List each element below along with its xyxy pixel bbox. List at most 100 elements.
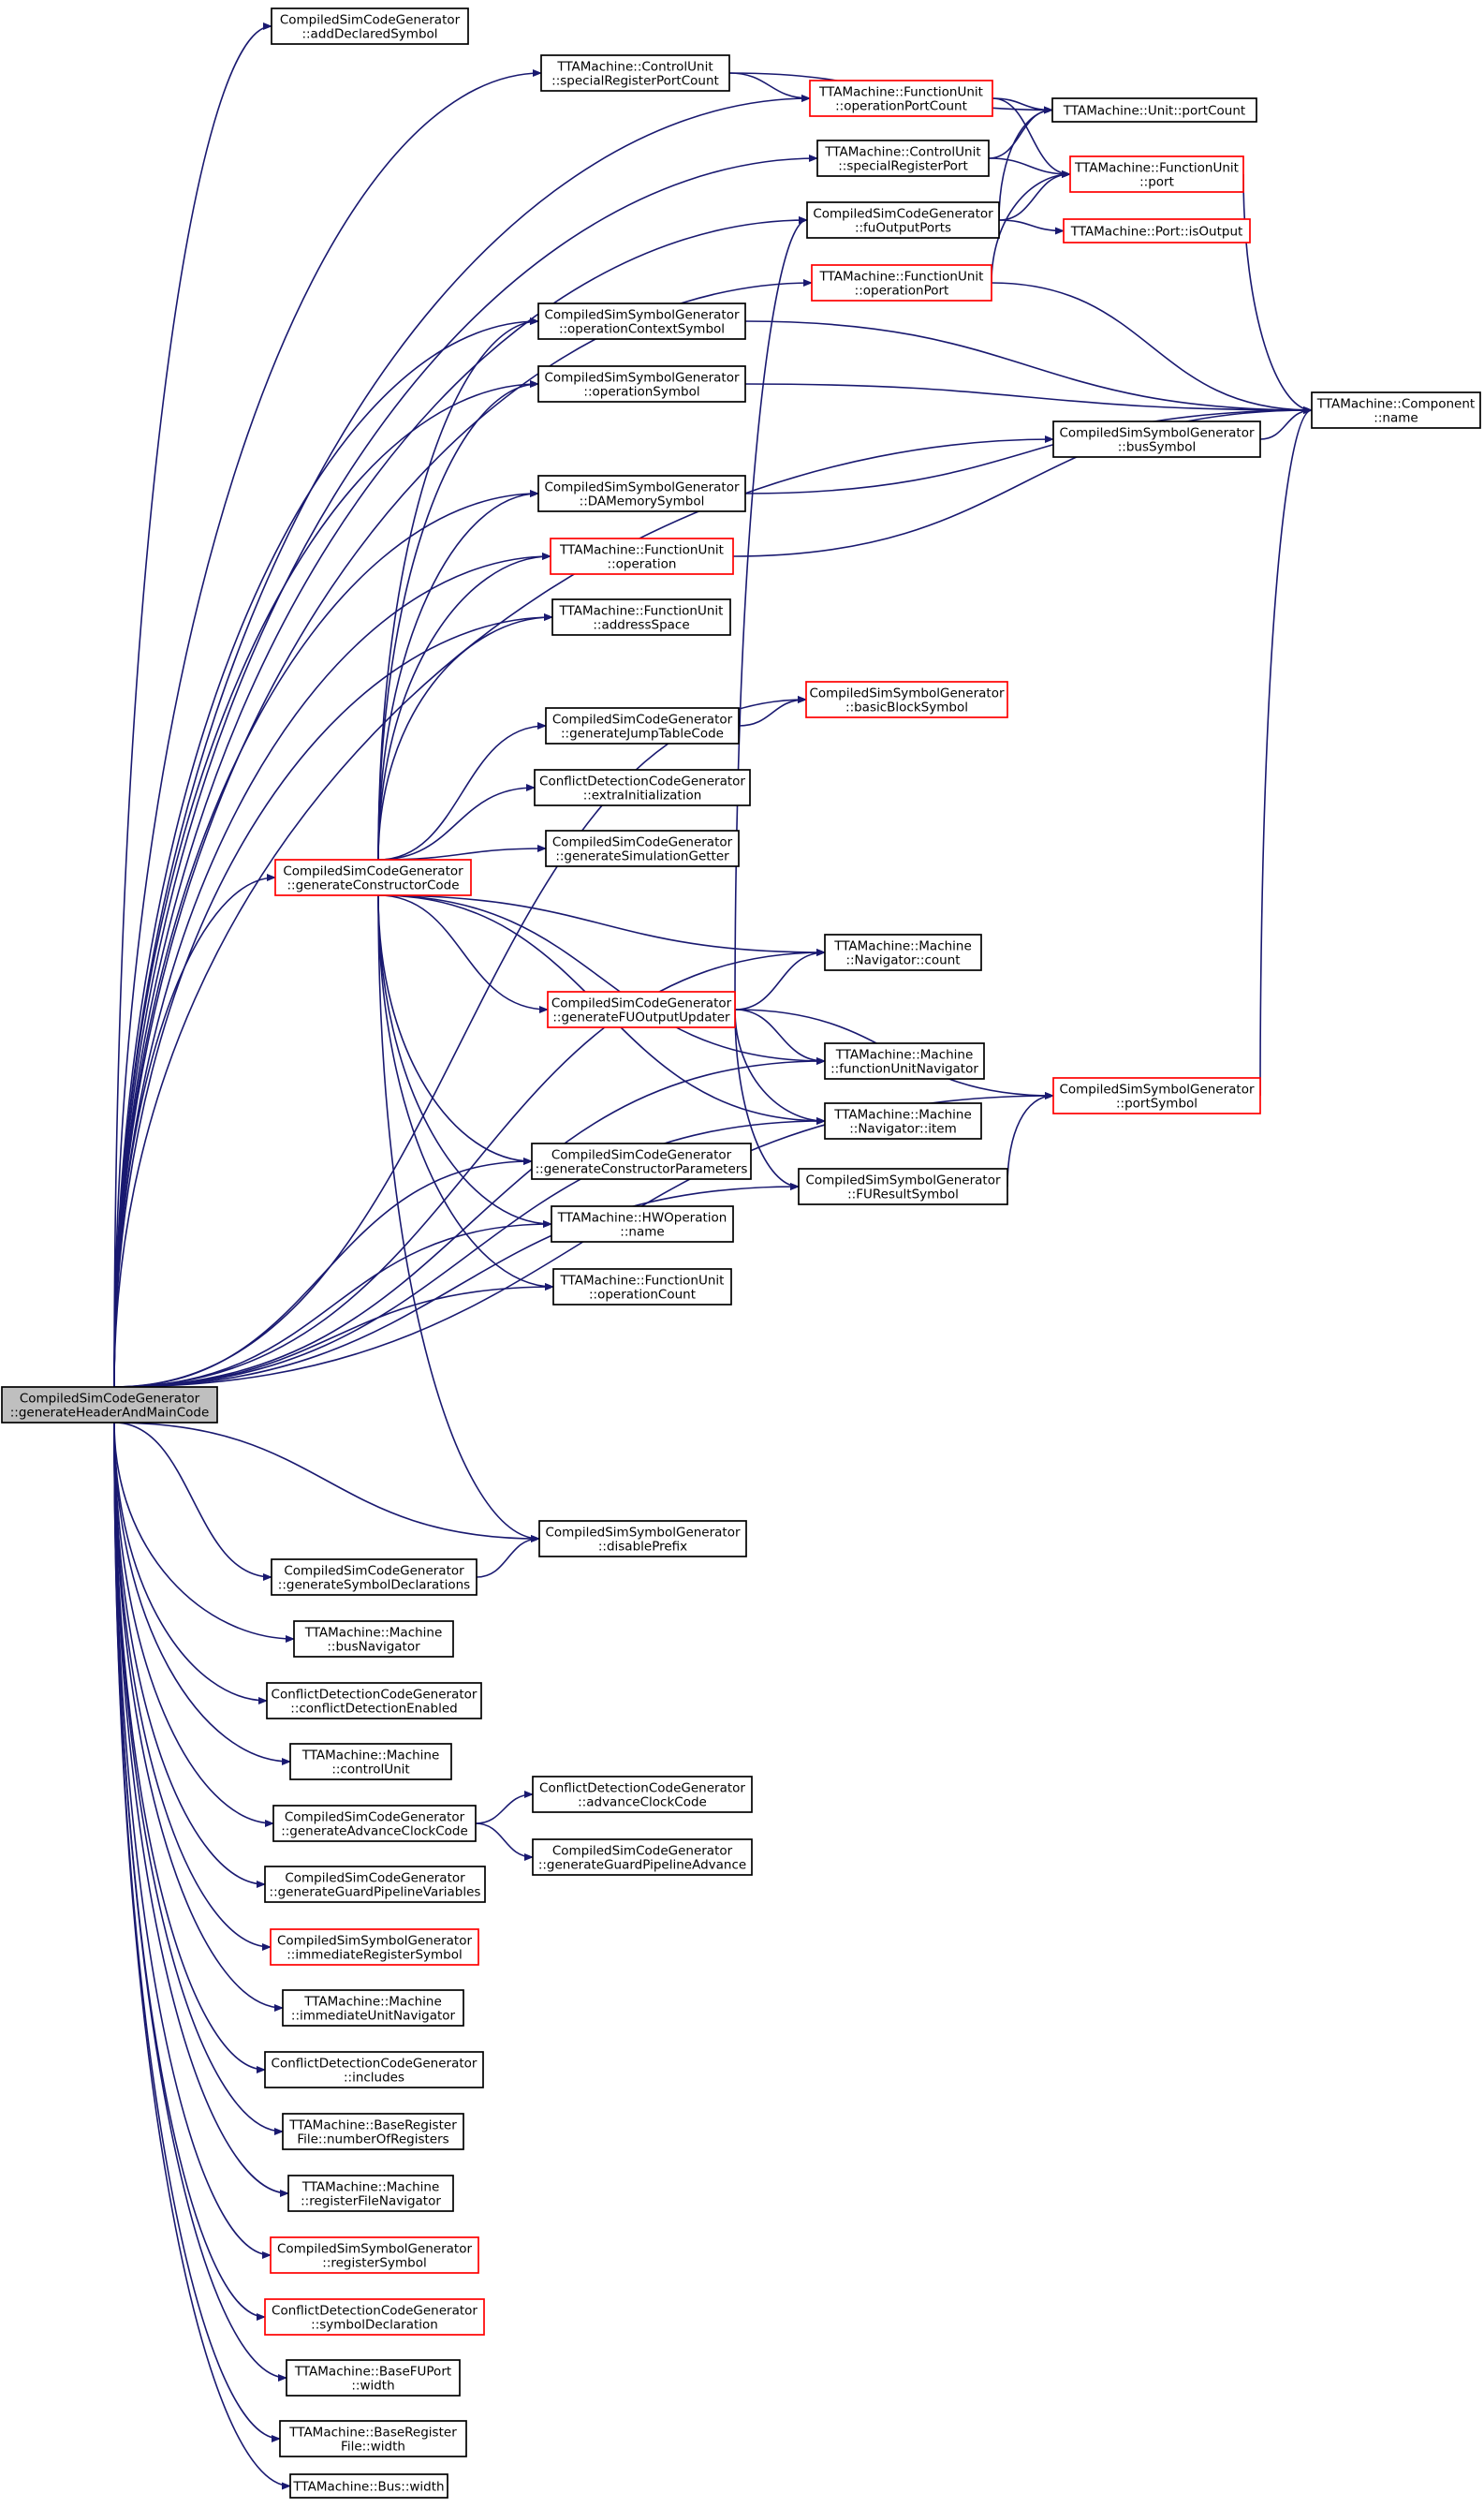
node-box (279, 2420, 467, 2457)
node-box (551, 1205, 734, 1243)
node-label-line: TTAMachine::Machine (303, 1995, 442, 2010)
node-label-line: CompiledSimCodeGenerator (285, 1871, 465, 1886)
node-ttamachine-basefuport-width[interactable]: TTAMachine::BaseFUPort::width (286, 2359, 461, 2397)
call-edge (377, 845, 547, 861)
node-ttamachine-machine-registerfilenavigator[interactable]: TTAMachine::Machine::registerFileNavigat… (287, 2175, 454, 2212)
node-label-line: TTAMachine::FunctionUnit (559, 604, 724, 619)
node-compiledsimsymbolgenerator-registersymbol[interactable]: CompiledSimSymbolGenerator::registerSymb… (270, 2236, 479, 2274)
node-box (824, 934, 982, 971)
node-compiledsimsymbolgenerator-disableprefix[interactable]: CompiledSimSymbolGenerator::disablePrefi… (538, 1520, 747, 1557)
node-label-line: TTAMachine::Bus::width (292, 2480, 444, 2495)
node-label-line: File::numberOfRegisters (297, 2132, 448, 2147)
call-edge (113, 1422, 295, 1643)
node-label-line: CompiledSimCodeGenerator (552, 713, 733, 728)
call-edge (998, 219, 1065, 235)
node-label-line: ::generateGuardPipelineAdvance (538, 1858, 746, 1873)
call-edge (734, 949, 826, 1011)
call-edge (734, 1009, 800, 1190)
node-box (809, 80, 993, 117)
node-box (274, 859, 472, 896)
node-label-line: ::disablePrefix (598, 1540, 687, 1555)
node-box (811, 264, 992, 302)
node-compiledsimcodegenerator-generateheaderandmaincode: CompiledSimCodeGenerator::generateHeader… (1, 1386, 218, 1424)
node-ttamachine-machine-navigator-count[interactable]: TTAMachine::Machine::Navigator::count (824, 934, 982, 971)
node-ttamachine-unit-portcount[interactable]: TTAMachine::Unit::portCount (1051, 97, 1257, 123)
node-compiledsimcodegenerator-generatesimulationgetter[interactable]: CompiledSimCodeGenerator::generateSimula… (545, 830, 740, 867)
node-label-line: CompiledSimCodeGenerator (280, 13, 461, 28)
node-ttamachine-functionunit-port[interactable]: TTAMachine::FunctionUnit::port (1069, 155, 1244, 193)
node-conflictdetectioncodegenerator-conflictdetectionenabled[interactable]: ConflictDetectionCodeGenerator::conflict… (266, 1682, 482, 1719)
node-conflictdetectioncodegenerator-extrainitialization[interactable]: ConflictDetectionCodeGenerator::extraIni… (534, 769, 751, 806)
call-edge (113, 155, 818, 1388)
call-edge (113, 1422, 284, 2135)
node-box (824, 1042, 985, 1080)
node-ttamachine-functionunit-operationcount[interactable]: TTAMachine::FunctionUnit::operationCount (552, 1268, 732, 1306)
node-label-line: TTAMachine::FunctionUnit (1074, 161, 1239, 176)
node-conflictdetectioncodegenerator-includes[interactable]: ConflictDetectionCodeGenerator::includes (264, 2051, 484, 2088)
call-edge (377, 553, 551, 861)
node-ttamachine-machine-busnavigator[interactable]: TTAMachine::Machine::busNavigator (293, 1620, 454, 1658)
node-compiledsimcodegenerator-adddeclaredsymbol[interactable]: CompiledSimCodeGenerator::addDeclaredSym… (271, 7, 469, 45)
call-edge (1259, 406, 1313, 1097)
node-ttamachine-controlunit-specialregisterport[interactable]: TTAMachine::ControlUnit::specialRegister… (816, 140, 990, 177)
node-compiledsimcodegenerator-generateconstructorparameters[interactable]: CompiledSimCodeGenerator::generateConstr… (531, 1143, 752, 1180)
node-label-line: ::generateSymbolDeclarations (278, 1578, 470, 1593)
node-label-line: ::port (1139, 175, 1174, 190)
call-edge (377, 894, 826, 1065)
call-edge (744, 406, 1313, 494)
node-label-line: ::controlUnit (331, 1763, 409, 1778)
node-ttamachine-machine-functionunitnavigator[interactable]: TTAMachine::Machine::functionUnitNavigat… (824, 1042, 985, 1080)
node-compiledsimsymbolgenerator-furesultsymbol[interactable]: CompiledSimSymbolGenerator::FUResultSymb… (798, 1168, 1008, 1205)
node-ttamachine-machine-navigator-item[interactable]: TTAMachine::Machine::Navigator::item (824, 1102, 982, 1140)
node-conflictdetectioncodegenerator-advanceclockcode[interactable]: ConflictDetectionCodeGenerator::advanceC… (532, 1776, 753, 1813)
call-edge (377, 317, 539, 861)
node-box (1052, 420, 1261, 458)
node-ttamachine-controlunit-specialregisterportcount[interactable]: TTAMachine::ControlUnit::specialRegister… (540, 54, 730, 92)
node-label-line: ConflictDetectionCodeGenerator (272, 2304, 478, 2319)
node-ttamachine-functionunit-operationport[interactable]: TTAMachine::FunctionUnit::operationPort (811, 264, 992, 302)
node-compiledsimcodegenerator-generatefuoutputupdater[interactable]: CompiledSimCodeGenerator::generateFUOutp… (547, 991, 736, 1028)
node-compiledsimcodegenerator-generatesymboldeclarations[interactable]: CompiledSimCodeGenerator::generateSymbol… (271, 1558, 478, 1596)
node-compiledsimsymbolgenerator-portsymbol[interactable]: CompiledSimSymbolGenerator::portSymbol (1052, 1077, 1261, 1114)
node-compiledsimcodegenerator-fuoutputports[interactable]: CompiledSimCodeGenerator::fuOutputPorts (806, 201, 1000, 239)
node-compiledsimsymbolgenerator-immediateregistersymbol[interactable]: CompiledSimSymbolGenerator::immediateReg… (270, 1928, 479, 1966)
node-compiledsimsymbolgenerator-bussymbol[interactable]: CompiledSimSymbolGenerator::busSymbol (1052, 420, 1261, 458)
call-edge (113, 317, 539, 1388)
node-ttamachine-machine-immediateunitnavigator[interactable]: TTAMachine::Machine::immediateUnitNaviga… (282, 1989, 464, 2027)
node-ttamachine-baseregisterfile-numberofregisters[interactable]: TTAMachine::BaseRegisterFile::numberOfRe… (282, 2113, 464, 2150)
node-label-line: ConflictDetectionCodeGenerator (539, 1781, 745, 1796)
call-edge (992, 97, 1071, 178)
node-compiledsimsymbolgenerator-operationsymbol[interactable]: CompiledSimSymbolGenerator::operationSym… (537, 365, 746, 403)
node-box (545, 830, 740, 867)
node-ttamachine-functionunit-addressspace[interactable]: TTAMachine::FunctionUnit::addressSpace (551, 598, 731, 636)
node-compiledsimcodegenerator-generateadvanceclockcode[interactable]: CompiledSimCodeGenerator::generateAdvanc… (272, 1805, 477, 1842)
node-box (806, 201, 1000, 239)
node-label-line: TTAMachine::Machine (833, 1108, 972, 1123)
node-label-line: ::fuOutputPorts (855, 221, 951, 236)
node-ttamachine-functionunit-operationportcount[interactable]: TTAMachine::FunctionUnit::operationPortC… (809, 80, 993, 117)
call-edge (475, 1791, 534, 1824)
call-edge (113, 69, 542, 1388)
node-label-line: ::busNavigator (327, 1640, 420, 1655)
node-compiledsimsymbolgenerator-basicblocksymbol[interactable]: CompiledSimSymbolGenerator::basicBlockSy… (805, 681, 1008, 718)
node-compiledsimcodegenerator-generatejumptablecode[interactable]: CompiledSimCodeGenerator::generateJumpTa… (545, 707, 740, 745)
call-edge (113, 1422, 266, 1888)
node-compiledsimsymbolgenerator-operationcontextsymbol[interactable]: CompiledSimSymbolGenerator::operationCon… (537, 302, 746, 340)
node-compiledsimcodegenerator-generateguardpipelineadvance[interactable]: CompiledSimCodeGenerator::generateGuardP… (532, 1838, 753, 1876)
node-ttamachine-hwoperation-name[interactable]: TTAMachine::HWOperation::name (551, 1205, 734, 1243)
node-compiledsimcodegenerator-generateguardpipelinevariables[interactable]: CompiledSimCodeGenerator::generateGuardP… (264, 1866, 486, 1903)
call-edge (377, 894, 554, 1291)
node-ttamachine-bus-width[interactable]: TTAMachine::Bus::width (289, 2473, 448, 2499)
node-compiledsimsymbolgenerator-damemorysymbol[interactable]: CompiledSimSymbolGenerator::DAMemorySymb… (537, 475, 746, 512)
node-ttamachine-machine-controlunit[interactable]: TTAMachine::Machine::controlUnit (289, 1743, 452, 1780)
node-ttamachine-component-name[interactable]: TTAMachine::Component::name (1311, 391, 1481, 429)
node-label-line: CompiledSimCodeGenerator (552, 1844, 733, 1859)
node-box (287, 2175, 454, 2212)
node-ttamachine-port-isoutput[interactable]: TTAMachine::Port::isOutput (1063, 218, 1251, 243)
node-compiledsimcodegenerator-generateconstructorcode[interactable]: CompiledSimCodeGenerator::generateConstr… (274, 859, 472, 896)
node-ttamachine-functionunit-operation[interactable]: TTAMachine::FunctionUnit::operation (550, 538, 734, 575)
node-conflictdetectioncodegenerator-symboldeclaration[interactable]: ConflictDetectionCodeGenerator::symbolDe… (264, 2298, 485, 2336)
call-edge (113, 1158, 533, 1388)
call-edge (988, 157, 1071, 178)
